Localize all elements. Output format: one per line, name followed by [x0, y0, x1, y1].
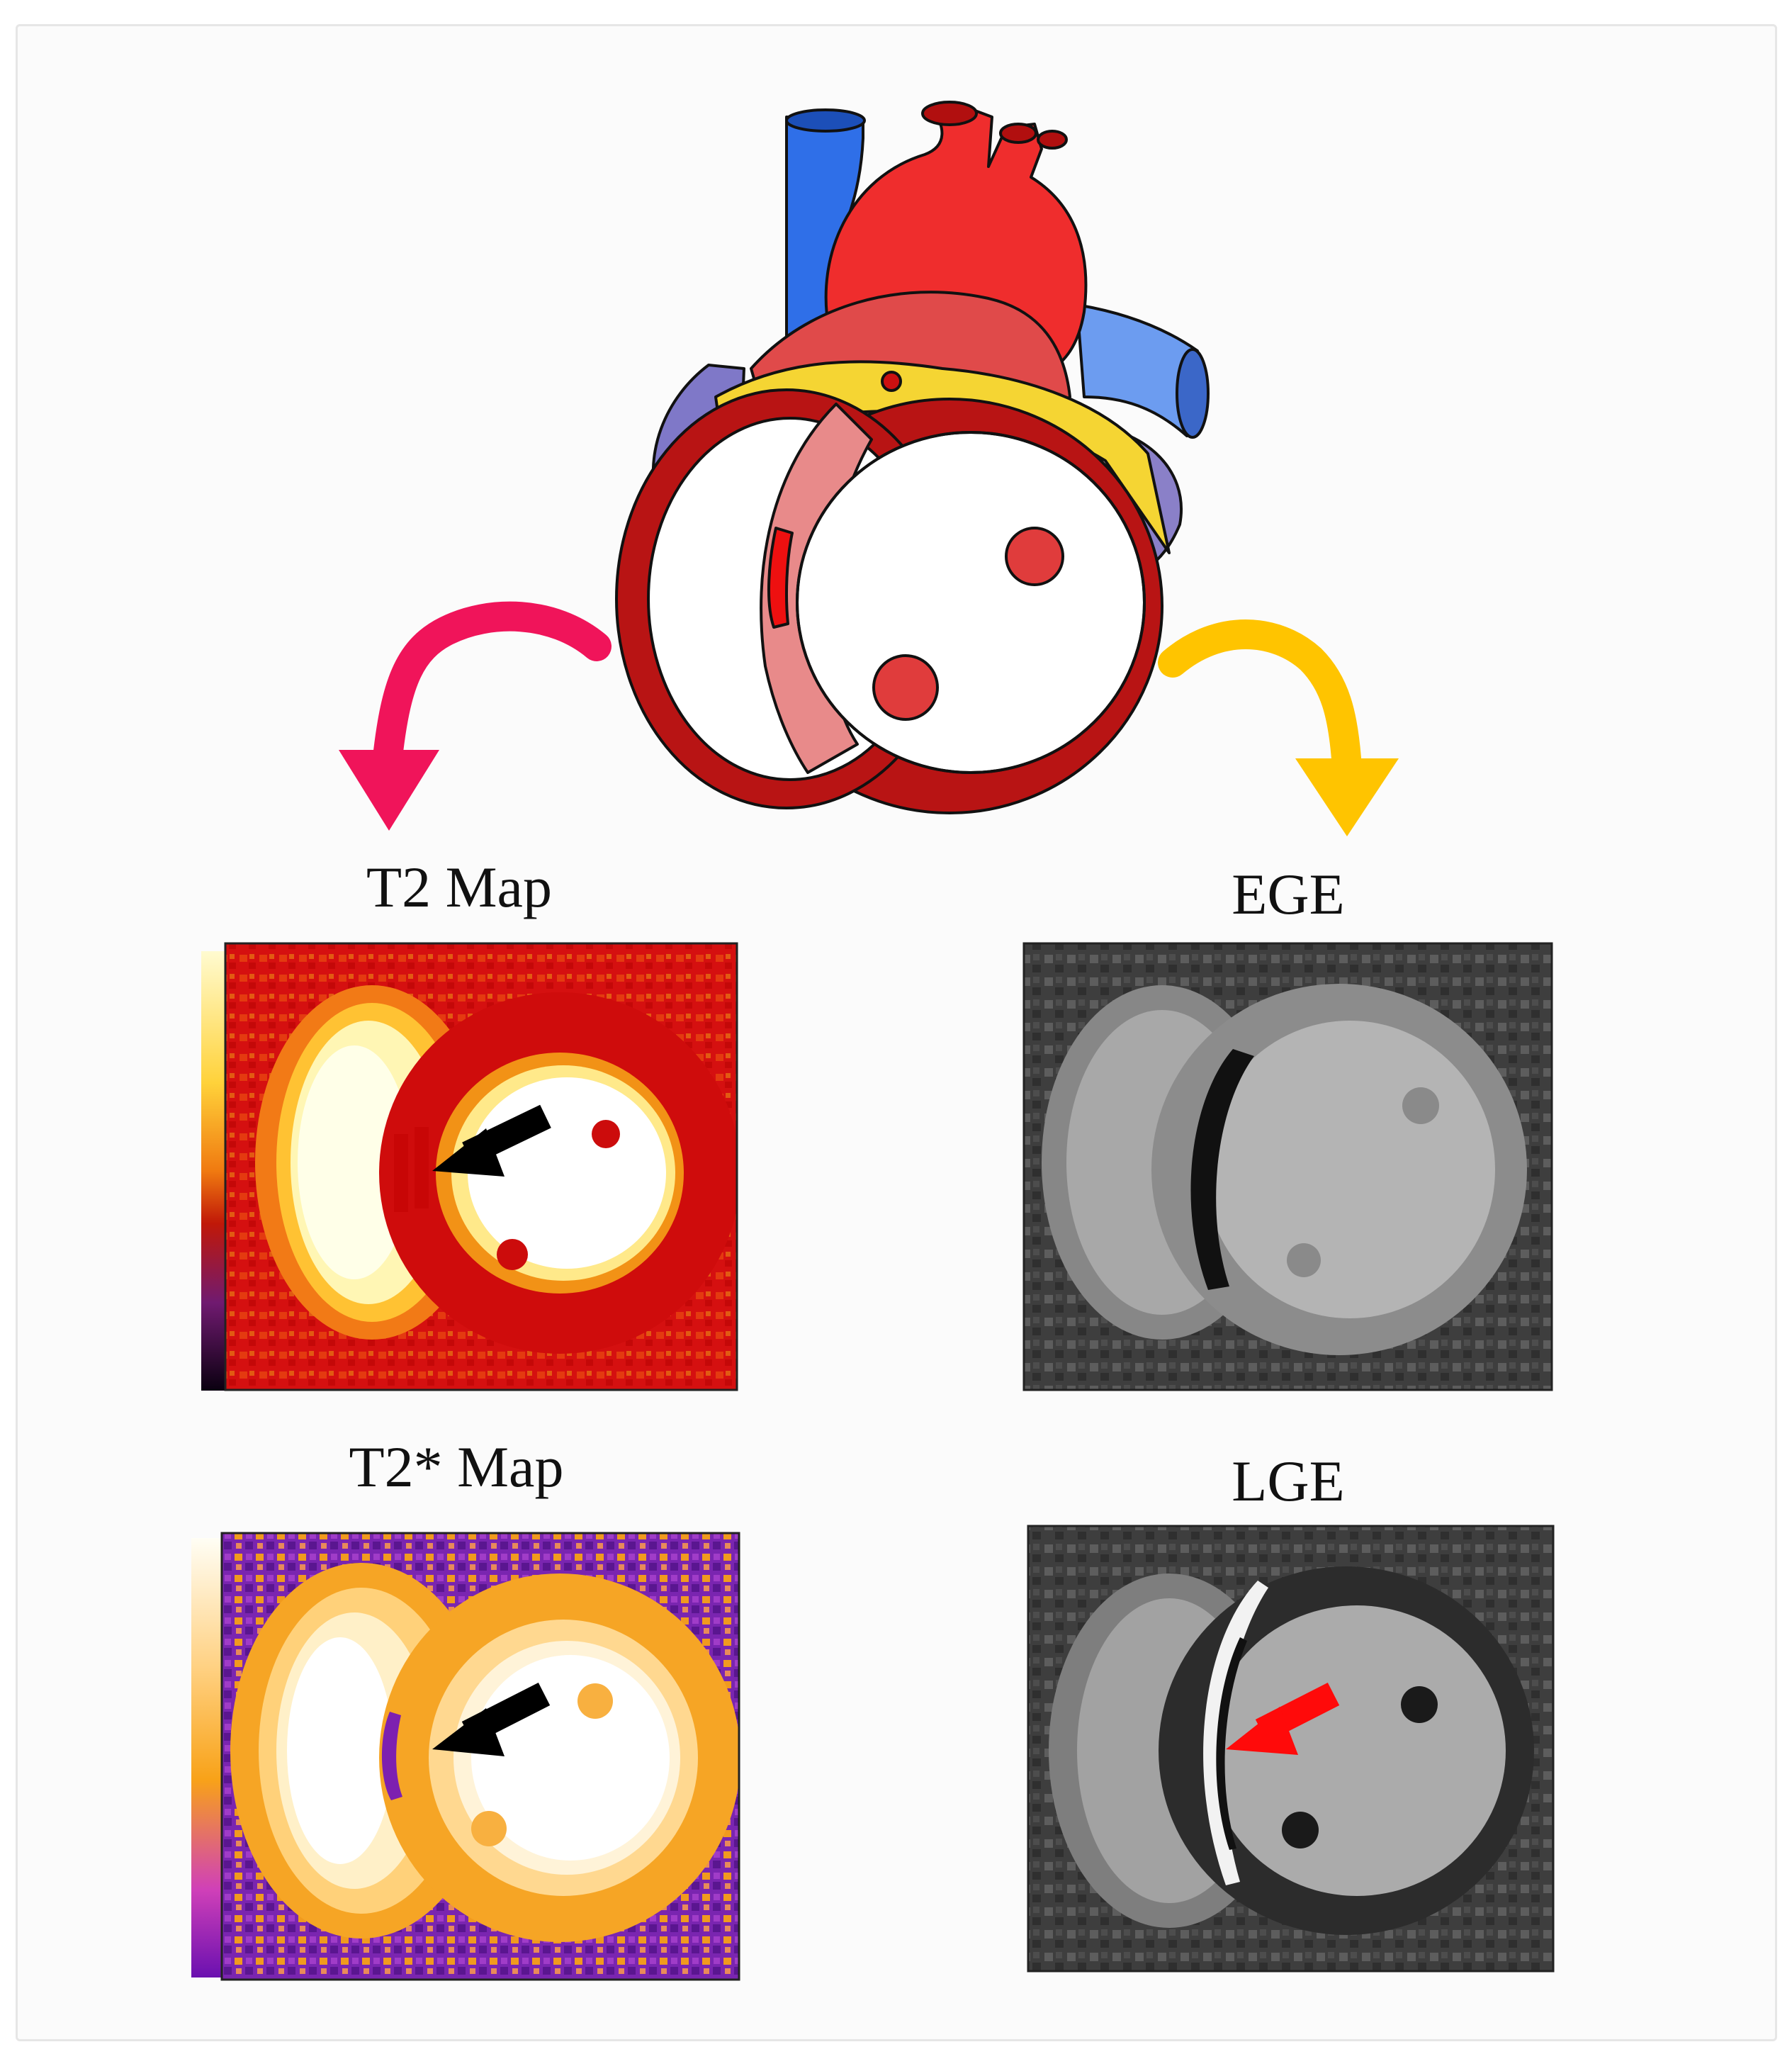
t2-map-title: T2 Map	[366, 855, 552, 919]
t2-map-panel	[201, 942, 738, 1391]
septal-lesion	[767, 527, 794, 629]
ege-panel	[1022, 942, 1553, 1391]
curved-arrow-down-left-icon	[339, 601, 612, 831]
arrow-pointer-icon	[432, 1104, 551, 1177]
lge-panel	[1027, 1525, 1555, 1973]
aorta-branch-3	[1037, 130, 1068, 150]
lge-title: LGE	[1232, 1449, 1345, 1513]
t2star-map-title: T2* Map	[349, 1435, 564, 1499]
vena-cava-opening	[785, 108, 866, 133]
heart-cross-section-icon	[615, 101, 1210, 814]
coronary-artery	[881, 371, 902, 392]
papillary-muscle-upper	[1005, 527, 1064, 586]
t2-color-scale	[201, 951, 225, 1391]
arrow-pointer-icon	[432, 1682, 551, 1756]
curved-arrow-down-right-icon	[1158, 619, 1399, 836]
t2star-map-panel	[191, 1532, 740, 1981]
papillary-muscle-lower	[872, 654, 939, 721]
t2star-color-scale	[191, 1538, 221, 1977]
pulmonary-vein-opening	[1176, 348, 1210, 439]
aorta-branch-2	[999, 123, 1037, 144]
ege-title: EGE	[1232, 862, 1345, 926]
left-ventricle-cavity	[796, 431, 1146, 774]
aorta-branch-1	[921, 101, 978, 126]
arrow-pointer-icon	[1226, 1682, 1340, 1755]
